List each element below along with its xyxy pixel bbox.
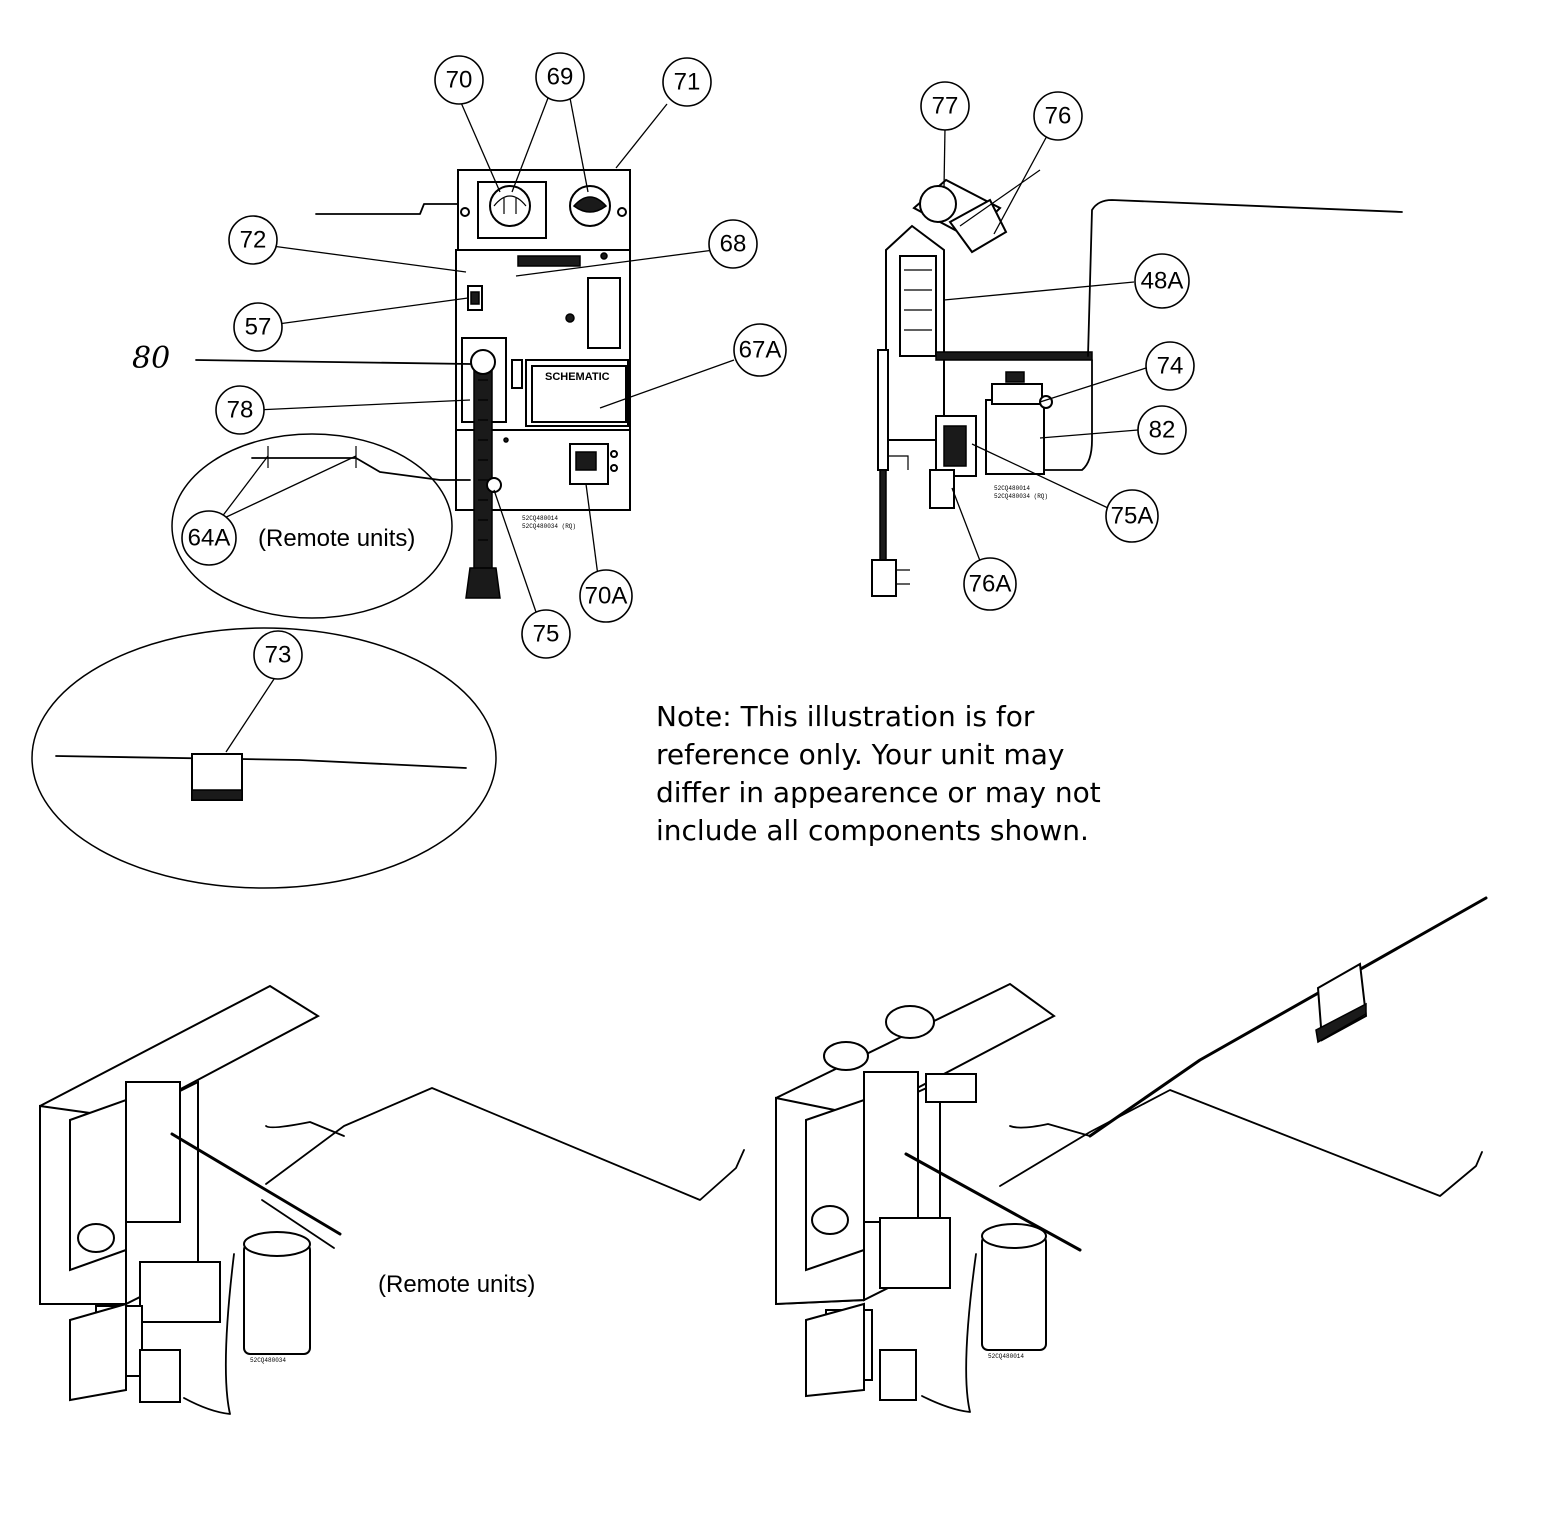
sensor-wire-64A [251,457,471,481]
callout-78-label: 78 [227,397,254,424]
capacitor-code-left: 52CQ480034 [250,1357,286,1364]
handwritten-80: 80 [132,341,170,376]
top-wire [315,203,459,215]
electronic-board [587,277,621,349]
callout-72-label: 72 [240,227,267,254]
callout-70A-label: 70A [585,583,628,610]
heater-rod [935,351,1093,361]
callout-69: 69 [535,52,585,102]
callout-48A: 48A [1134,253,1190,309]
callout-71: 71 [662,57,712,107]
switch-76 [948,198,1008,254]
callout-74: 74 [1145,341,1195,391]
callout-77: 77 [920,81,970,131]
front-control-panel: SCHEMATIC 52CQ480014 52CQ480034 (RQ) [195,169,631,599]
callout-64A-label: 64A [188,525,231,552]
plug [871,559,897,597]
tube-end-cap [465,567,501,599]
side-view-assembly: 52CQ480014 52CQ480034 (RQ) [871,169,1403,597]
callout-64A: 64A [181,510,237,566]
front-leaders [217,97,735,753]
callout-70-label: 70 [446,67,473,94]
sensor-wire [1087,199,1403,357]
callout-75A-label: 75A [1111,503,1154,530]
front-part-code-1: 52CQ480014 [522,515,558,522]
front-part-code-2: 52CQ480034 (RQ) [522,523,576,530]
contactor-76A [929,469,955,509]
capacitor-code-right: 52CQ480014 [988,1353,1024,1360]
callout-73: 73 [253,630,303,680]
side-leaders [943,127,1147,567]
callout-76A-label: 76A [969,571,1012,598]
side-part-code-2: 52CQ480034 (RQ) [994,493,1048,500]
callout-71-label: 71 [674,69,701,96]
callout-76: 76 [1033,91,1083,141]
callout-82-label: 82 [1149,417,1176,444]
callout-75A: 75A [1105,489,1159,543]
sensor-detail-ellipse [31,627,497,889]
callout-72: 72 [228,215,278,265]
iso-view-standard: 52CQ480014 [775,896,1488,1413]
callout-67A: 67A [733,323,787,377]
callout-69-label: 69 [547,64,574,91]
callout-70A: 70A [579,569,633,623]
reference-note: Note: This illustration is for reference… [656,700,1101,847]
callout-75: 75 [521,609,571,659]
callout-82: 82 [1137,405,1187,455]
side-part-code-1: 52CQ480014 [994,485,1030,492]
callout-74-label: 74 [1157,353,1184,380]
callout-76-label: 76 [1045,103,1072,130]
callout-57-label: 57 [245,314,272,341]
remote-units-ellipse [171,433,453,619]
callout-68: 68 [708,219,758,269]
callout-73-label: 73 [265,642,292,669]
sensor-73 [55,753,467,801]
remote-units-label-top: (Remote units) [258,525,415,552]
callout-77-label: 77 [932,93,959,120]
callout-67A-label: 67A [739,337,782,364]
callout-70: 70 [434,55,484,105]
iso-view-remote: 52CQ480034 [39,984,745,1415]
remote-units-label-bottom: (Remote units) [378,1271,535,1298]
callout-78: 78 [215,385,265,435]
wire-80 [195,359,471,365]
terminal-strip [517,255,581,267]
callout-48A-label: 48A [1141,268,1184,295]
callout-76A: 76A [963,557,1017,611]
thermostat-knob [489,185,531,227]
callout-75-label: 75 [533,621,560,648]
callout-68-label: 68 [720,231,747,258]
schematic-label: SCHEMATIC [545,371,610,383]
callout-57: 57 [233,302,283,352]
